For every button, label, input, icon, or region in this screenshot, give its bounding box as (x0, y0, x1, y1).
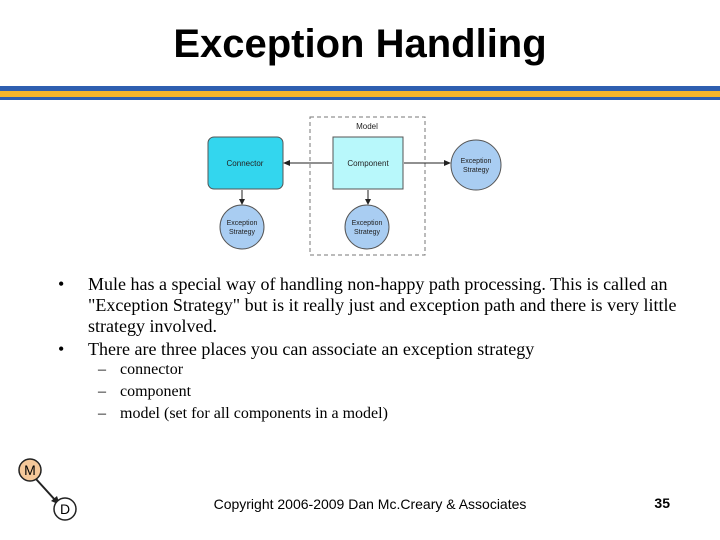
component-strategy-label-line1: Exception (352, 220, 383, 227)
bullet-marker: • (58, 274, 65, 294)
sub-bullet-text: model (set for all components in a model… (120, 405, 388, 422)
sub-bullet-item: – component (98, 381, 388, 403)
model-strategy-label-line2: Strategy (463, 167, 490, 174)
connector-strategy-label-line2: Strategy (229, 229, 256, 236)
bullet-item: • There are three places you can associa… (58, 339, 698, 360)
connector-exception-strategy-circle (219, 204, 265, 250)
model-label: Model (356, 122, 378, 131)
component-box (332, 136, 404, 190)
model-exception-strategy-circle (450, 139, 502, 191)
connector-label: Connector (227, 159, 264, 168)
logo-d-letter: D (60, 501, 70, 517)
component-strategy-label-line2: Strategy (354, 229, 381, 236)
md-logo: M D (18, 458, 77, 521)
bullet-text: There are three places you can associate… (88, 339, 535, 359)
sub-bullet-item: – model (set for all components in a mod… (98, 403, 388, 425)
sub-bullet-marker: – (98, 405, 106, 422)
logo-connector-line (35, 478, 57, 502)
exception-strategy-diagram: Model Connector Component Exception Stra… (207, 116, 502, 256)
sub-bullet-list: – connector – component – model (set for… (98, 359, 388, 425)
component-exception-strategy-circle (344, 204, 390, 250)
connector-strategy-label-line1: Exception (227, 220, 258, 227)
copyright-text: Copyright 2006-2009 Dan Mc.Creary & Asso… (213, 496, 527, 512)
title-rule-blue-lower (0, 97, 720, 100)
bullet-list: • Mule has a special way of handling non… (58, 274, 698, 362)
arrowhead-model-strategy (444, 160, 451, 166)
logo-m-letter: M (24, 462, 36, 478)
sub-bullet-marker: – (98, 383, 106, 400)
model-strategy-label-line1: Exception (461, 158, 492, 165)
bullet-item: • Mule has a special way of handling non… (58, 274, 698, 337)
slide-title: Exception Handling (173, 22, 547, 66)
logo-d-circle (53, 497, 77, 521)
sub-bullet-marker: – (98, 361, 106, 378)
bullet-text: Mule has a special way of handling non-h… (88, 274, 677, 336)
arrowhead-connector-strategy (239, 199, 245, 205)
arrowhead-connector (283, 160, 290, 166)
page-number: 35 (654, 495, 670, 511)
sub-bullet-text: component (120, 383, 192, 400)
logo-m-circle (18, 458, 42, 482)
arrowhead-component-strategy (365, 199, 371, 205)
bullet-marker: • (58, 339, 65, 359)
component-label: Component (347, 159, 389, 168)
model-container (309, 116, 426, 256)
sub-bullet-text: connector (120, 361, 184, 378)
title-rule-orange (0, 91, 720, 97)
title-rule-blue (0, 86, 720, 91)
sub-bullet-item: – connector (98, 359, 388, 381)
